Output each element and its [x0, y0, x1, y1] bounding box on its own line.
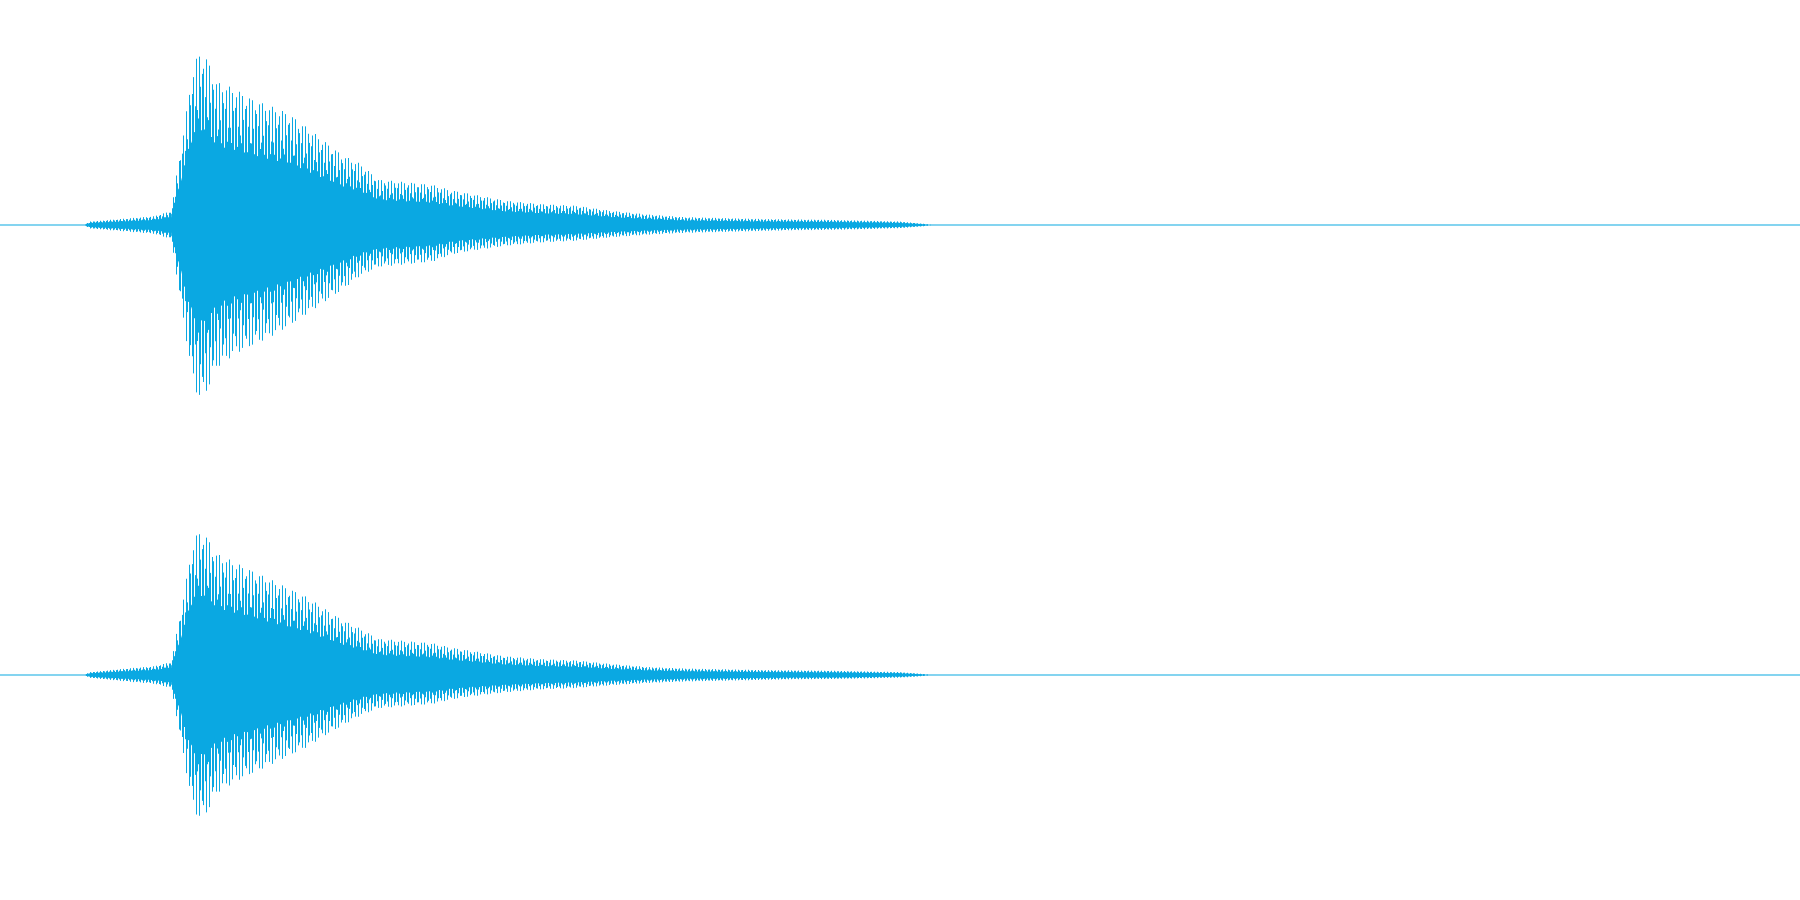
channel-2-waveform: [0, 534, 1800, 816]
channel-1-waveform: [0, 56, 1800, 395]
waveform-core-channel-2: [0, 596, 1796, 754]
waveform-core-channel-1: [0, 130, 1796, 321]
